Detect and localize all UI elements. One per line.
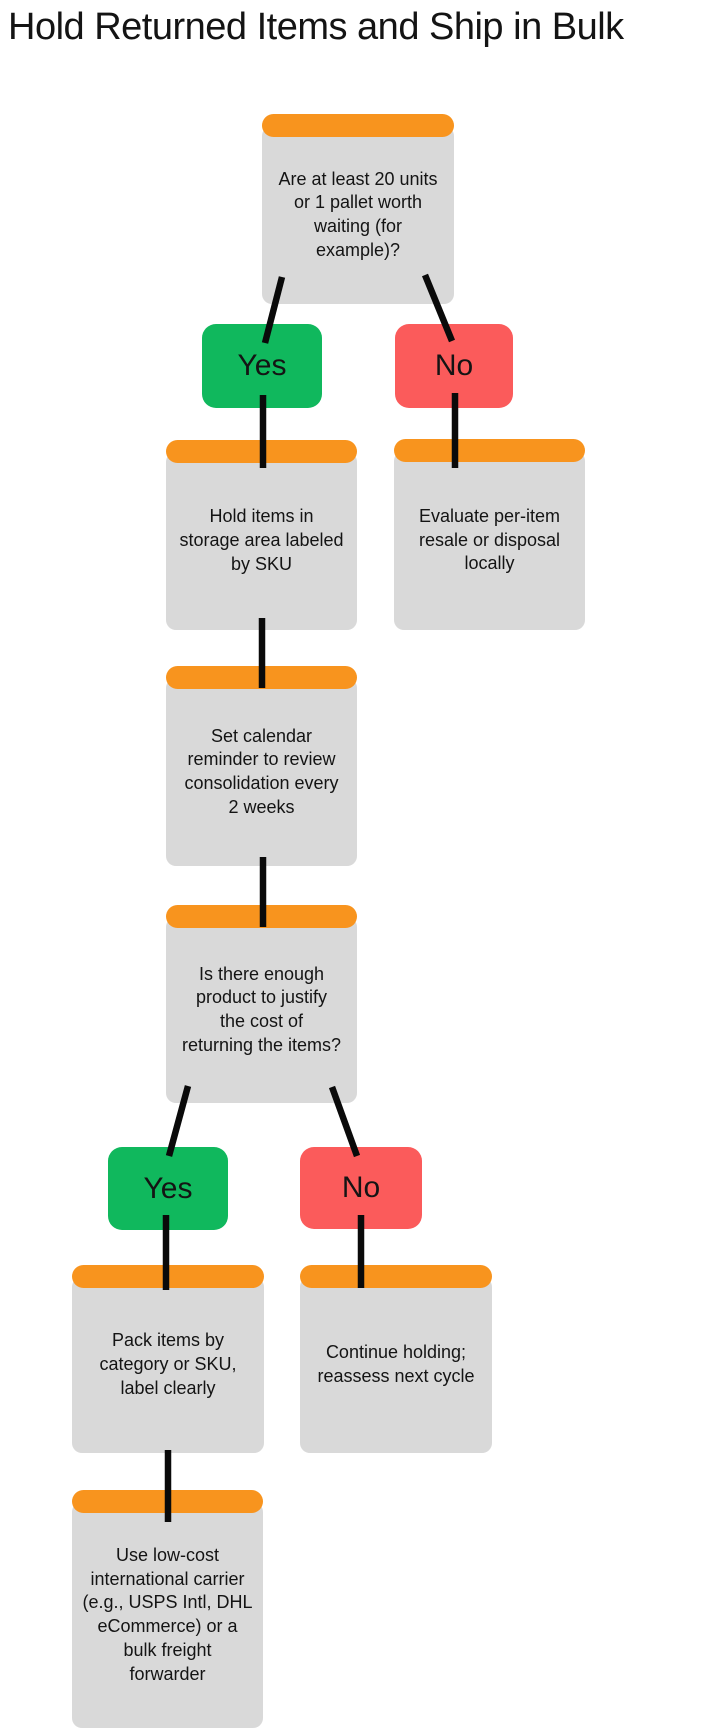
badge-no-1: No [395,324,513,408]
node-header-bar [72,1490,263,1513]
node-body: Evaluate per-item resale or disposal loc… [394,451,585,630]
flow-node-hold: Hold items in storage area labeled by SK… [166,440,357,630]
node-body: Set calendar reminder to review consolid… [166,678,357,866]
node-label: Use low-cost international carrier (e.g.… [82,1544,253,1684]
node-body: Pack items by category or SKU, label cle… [72,1277,264,1453]
node-body: Hold items in storage area labeled by SK… [166,452,357,630]
node-body: Are at least 20 units or 1 pallet worth … [262,126,454,304]
flow-node-carrier: Use low-cost international carrier (e.g.… [72,1490,263,1728]
flow-node-continue: Continue holding; reassess next cycle [300,1265,492,1453]
diagram-title: Hold Returned Items and Ship in Bulk [8,6,624,48]
node-label: Continue holding; reassess next cycle [317,1342,475,1386]
badge-label: No [341,1171,381,1204]
flow-node-q1: Are at least 20 units or 1 pallet worth … [262,114,454,304]
flow-node-q2: Is there enough product to justify the c… [166,905,357,1103]
node-header-bar [394,439,585,462]
node-body: Is there enough product to justify the c… [166,917,357,1103]
node-header-bar [262,114,454,137]
node-header-bar [300,1265,492,1288]
node-body: Use low-cost international carrier (e.g.… [72,1502,263,1728]
node-label: Are at least 20 units or 1 pallet worth … [278,168,438,260]
badge-yes-2: Yes [108,1147,228,1230]
badge-label: Yes [237,349,287,382]
node-header-bar [166,666,357,689]
badge-label: No [434,349,474,382]
flow-node-calendar: Set calendar reminder to review consolid… [166,666,357,866]
node-label: Evaluate per-item resale or disposal loc… [418,505,561,574]
node-header-bar [166,440,357,463]
badge-yes-1: Yes [202,324,322,408]
badge-label: Yes [143,1171,193,1205]
flow-node-evaluate: Evaluate per-item resale or disposal loc… [394,439,585,630]
node-header-bar [72,1265,264,1288]
badge-no-2: No [300,1147,422,1229]
node-label: Pack items by category or SKU, label cle… [99,1330,237,1398]
node-label: Set calendar reminder to review consolid… [184,725,339,817]
flow-node-pack: Pack items by category or SKU, label cle… [72,1265,264,1453]
node-label: Is there enough product to justify the c… [181,963,342,1055]
node-label: Hold items in storage area labeled by SK… [179,506,344,574]
node-header-bar [166,905,357,928]
node-body: Continue holding; reassess next cycle [300,1277,492,1453]
